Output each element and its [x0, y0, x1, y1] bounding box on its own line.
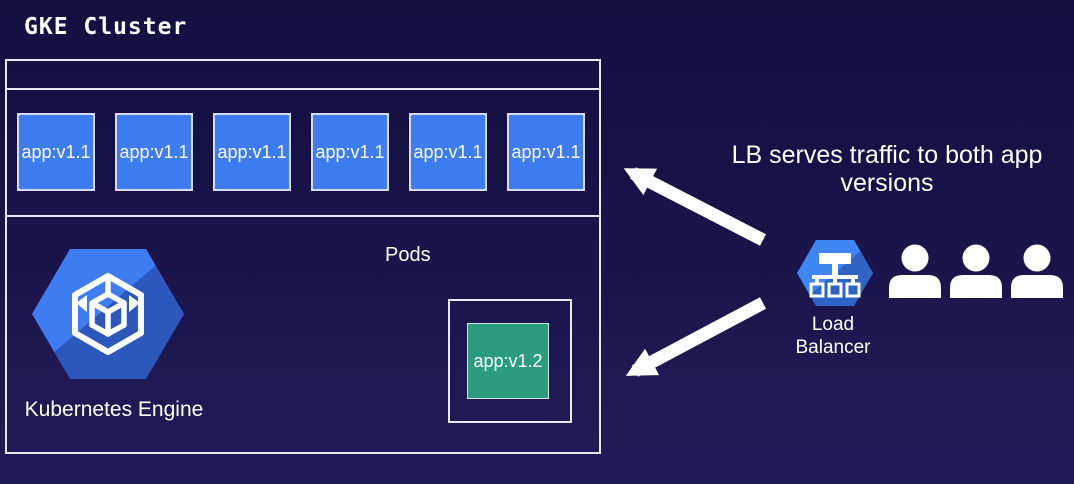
pod-app-v12: app:v1.2 [467, 323, 549, 399]
user-icon [1011, 244, 1063, 298]
v11-pods-row: app:v1.1 app:v1.1 app:v1.1 app:v1.1 app:… [17, 113, 585, 191]
pod-label: app:v1.1 [217, 141, 287, 162]
kubernetes-engine-label: Kubernetes Engine [24, 398, 204, 421]
pod-label: app:v1.1 [315, 141, 385, 162]
pod-label: app:v1.1 [21, 141, 91, 162]
pods-section-label: Pods [385, 244, 431, 266]
arrow-to-v12-pod-icon [625, 297, 767, 377]
pod-app-v11: app:v1.1 [213, 113, 291, 191]
gke-cluster-box: app:v1.1 app:v1.1 app:v1.1 app:v1.1 app:… [5, 59, 601, 454]
pod-label: app:v1.1 [413, 141, 483, 162]
pod-app-v11: app:v1.1 [409, 113, 487, 191]
kubernetes-engine-icon [32, 249, 184, 379]
v12-pod-container: app:v1.2 [448, 299, 572, 423]
page-title: GKE Cluster [24, 14, 188, 40]
user-icon [889, 244, 941, 298]
lb-annotation-text: LB serves traffic to both app versions [731, 141, 1043, 197]
pod-app-v11: app:v1.1 [311, 113, 389, 191]
pod-label: app:v1.2 [473, 350, 543, 371]
pod-label: app:v1.1 [119, 141, 189, 162]
user-icon [950, 244, 1002, 298]
pod-app-v11: app:v1.1 [17, 113, 95, 191]
users-group [889, 244, 1063, 298]
pod-label: app:v1.1 [511, 141, 581, 162]
load-balancer-icon [797, 240, 873, 306]
pod-app-v11: app:v1.1 [115, 113, 193, 191]
pods-section-divider [7, 215, 599, 217]
pod-app-v11: app:v1.1 [507, 113, 585, 191]
cluster-header-divider [7, 88, 599, 90]
load-balancer-label: Load Balancer [795, 314, 871, 358]
